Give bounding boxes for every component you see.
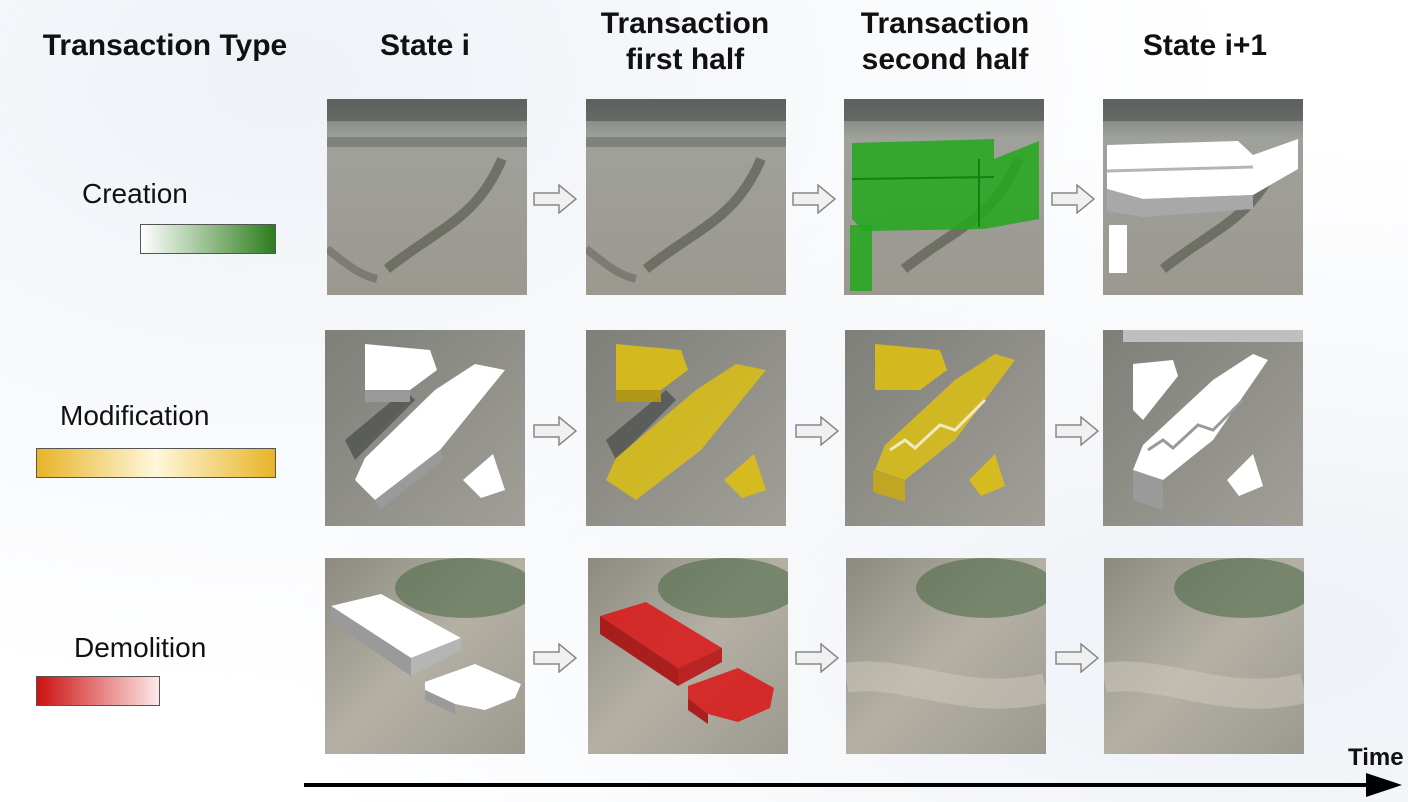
- modification-state-i-image: [325, 330, 525, 526]
- creation-new-building: [852, 139, 1039, 231]
- time-axis-label: Time: [1348, 744, 1404, 771]
- header-transaction-type: Transaction Type: [42, 29, 288, 62]
- modification-state-i1-image: [1103, 330, 1303, 526]
- modification-first-half-image: [586, 330, 786, 526]
- header-second-half: Transaction second half: [835, 6, 1055, 78]
- demolition-state-i-image: [325, 558, 525, 754]
- step-arrow-icon: [533, 416, 577, 446]
- step-arrow-icon: [1051, 184, 1095, 214]
- header-first-half-line2: first half: [625, 43, 745, 76]
- header-state-i1: State i+1: [1142, 29, 1268, 62]
- step-arrow-icon: [792, 184, 836, 214]
- creation-state-i1-image: [1103, 99, 1303, 295]
- header-state-i: State i: [379, 29, 471, 62]
- demolition-old-building: [331, 594, 461, 658]
- row-label-modification: Modification: [60, 400, 210, 431]
- row-label-creation: Creation: [82, 178, 188, 209]
- creation-color-swatch: [140, 224, 276, 254]
- step-arrow-icon: [795, 643, 839, 673]
- step-arrow-icon: [1055, 643, 1099, 673]
- demolition-state-i1-image: [1104, 558, 1304, 754]
- step-arrow-icon: [795, 416, 839, 446]
- row-label-demolition: Demolition: [74, 632, 207, 663]
- modification-second-half-image: [845, 330, 1045, 526]
- header-second-half-line2: second half: [861, 43, 1029, 76]
- header-second-half-line1: Transaction: [860, 7, 1030, 40]
- demolition-first-half-image: [588, 558, 788, 754]
- demolition-second-half-image: [846, 558, 1046, 754]
- creation-first-half-image: [586, 99, 786, 295]
- step-arrow-icon: [533, 643, 577, 673]
- creation-second-half-image: [844, 99, 1044, 295]
- step-arrow-icon: [533, 184, 577, 214]
- time-axis-arrow-icon: [304, 773, 1402, 797]
- header-first-half: Transaction first half: [575, 6, 795, 78]
- demolition-color-swatch: [36, 676, 160, 706]
- modification-color-swatch: [36, 448, 276, 478]
- step-arrow-icon: [1055, 416, 1099, 446]
- creation-state-i-image: [327, 99, 527, 295]
- header-first-half-line1: Transaction: [600, 7, 770, 40]
